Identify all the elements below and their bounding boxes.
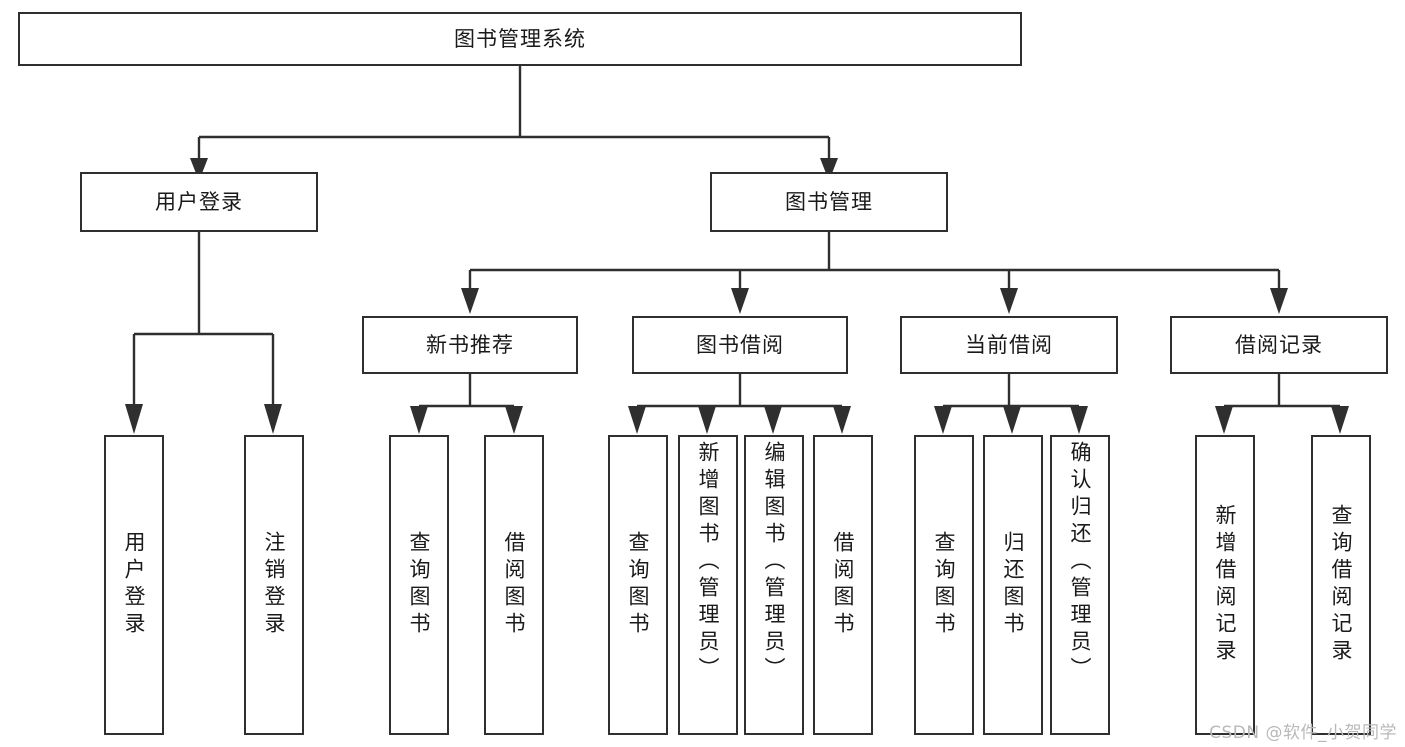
arrowhead-leaf-add-book xyxy=(698,406,716,434)
node-book-management[interactable]: 图书管理 xyxy=(710,172,948,232)
arrowhead-leaf-user-login xyxy=(125,404,143,434)
node-leaf-return-book[interactable]: 归还图书 xyxy=(983,435,1043,735)
node-book-borrow[interactable]: 图书借阅 xyxy=(632,316,848,374)
node-root-label: 图书管理系统 xyxy=(454,26,586,51)
node-leaf-query-record[interactable]: 查询借阅记录 xyxy=(1311,435,1371,735)
node-current-borrow-label: 当前借阅 xyxy=(965,332,1053,357)
node-leaf-add-record-label: 新增借阅记录 xyxy=(1213,504,1238,666)
node-leaf-user-login[interactable]: 用户登录 xyxy=(104,435,164,735)
arrowhead-leaf-return-book xyxy=(1003,406,1021,434)
node-leaf-borrow-book-rec-label: 借阅图书 xyxy=(502,531,527,639)
arrowhead-leaf-query-book-rec xyxy=(410,406,428,434)
node-leaf-user-logout[interactable]: 注销登录 xyxy=(244,435,304,735)
node-new-book-recommend-label: 新书推荐 xyxy=(426,332,514,357)
node-leaf-query-book-current-label: 查询图书 xyxy=(932,531,957,639)
arrowhead-leaf-query-record xyxy=(1331,406,1349,434)
node-borrow-record-label: 借阅记录 xyxy=(1235,332,1323,357)
arrowhead-book-borrow xyxy=(731,288,749,314)
node-new-book-recommend[interactable]: 新书推荐 xyxy=(362,316,578,374)
node-leaf-confirm-return[interactable]: 确认归还（管理员） xyxy=(1050,435,1110,735)
node-user-login[interactable]: 用户登录 xyxy=(80,172,318,232)
node-leaf-query-record-label: 查询借阅记录 xyxy=(1329,504,1354,666)
node-leaf-user-logout-label: 注销登录 xyxy=(262,531,287,639)
node-book-management-label: 图书管理 xyxy=(785,189,873,214)
node-leaf-confirm-return-label: 确认归还（管理员） xyxy=(1068,441,1093,684)
node-leaf-query-book-current[interactable]: 查询图书 xyxy=(914,435,974,735)
arrowhead-leaf-edit-book xyxy=(764,406,782,434)
node-book-borrow-label: 图书借阅 xyxy=(696,332,784,357)
arrowhead-leaf-add-record xyxy=(1215,406,1233,434)
arrowhead-leaf-user-logout xyxy=(264,404,282,434)
node-leaf-return-book-label: 归还图书 xyxy=(1001,531,1026,639)
node-leaf-add-book[interactable]: 新增图书（管理员） xyxy=(678,435,738,735)
arrowhead-new-book-recommend xyxy=(461,288,479,314)
node-leaf-borrow-book-label: 借阅图书 xyxy=(831,531,856,639)
node-leaf-edit-book-label: 编辑图书（管理员） xyxy=(762,441,787,684)
arrowhead-leaf-borrow-book-rec xyxy=(505,406,523,434)
node-leaf-query-book-rec-label: 查询图书 xyxy=(407,531,432,639)
arrowhead-leaf-query-book-current xyxy=(934,406,952,434)
node-leaf-add-book-label: 新增图书（管理员） xyxy=(696,441,721,684)
watermark-text: CSDN @软件_小贺同学 xyxy=(1209,723,1397,743)
node-leaf-edit-book[interactable]: 编辑图书（管理员） xyxy=(744,435,804,735)
node-root[interactable]: 图书管理系统 xyxy=(18,12,1022,66)
node-leaf-query-book-borrow-label: 查询图书 xyxy=(626,531,651,639)
node-leaf-borrow-book[interactable]: 借阅图书 xyxy=(813,435,873,735)
node-borrow-record[interactable]: 借阅记录 xyxy=(1170,316,1388,374)
arrowhead-current-borrow xyxy=(1000,288,1018,314)
node-leaf-borrow-book-rec[interactable]: 借阅图书 xyxy=(484,435,544,735)
node-user-login-label: 用户登录 xyxy=(155,189,243,214)
node-leaf-add-record[interactable]: 新增借阅记录 xyxy=(1195,435,1255,735)
node-leaf-user-login-label: 用户登录 xyxy=(122,531,147,639)
arrowhead-leaf-confirm-return xyxy=(1070,406,1088,434)
node-leaf-query-book-borrow[interactable]: 查询图书 xyxy=(608,435,668,735)
arrowhead-leaf-query-book-borrow xyxy=(628,406,646,434)
arrowhead-leaf-borrow-book xyxy=(833,406,851,434)
node-current-borrow[interactable]: 当前借阅 xyxy=(900,316,1118,374)
node-leaf-query-book-rec[interactable]: 查询图书 xyxy=(389,435,449,735)
arrowhead-borrow-record xyxy=(1270,288,1288,314)
